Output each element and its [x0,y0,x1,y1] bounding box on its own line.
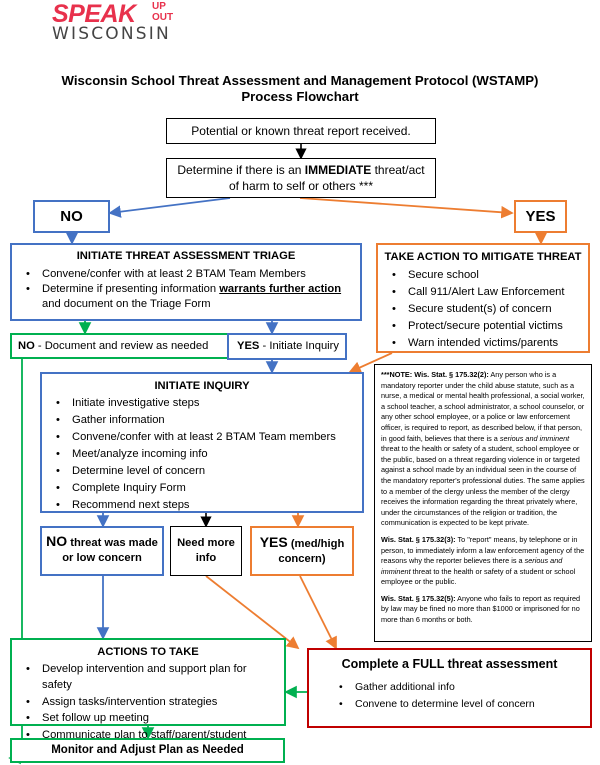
mitigate-item: Secure school [384,267,582,284]
legal-note-p1: ***NOTE: Wis. Stat. § 175.32(2): Any per… [381,370,585,529]
logo-wisconsin-text: WISCONSIN [52,24,171,44]
note-p2-text-a: To "report" means, by telephone or in pe… [381,534,585,566]
mitigate-list: Secure school Call 911/Alert Law Enforce… [384,267,582,352]
triage-item2-before: Determine if presenting information [42,283,220,295]
inquiry-item: Initiate investigative steps [48,395,356,412]
threat-report-received-text: Potential or known threat report receive… [191,124,411,138]
actions-item: Develop intervention and support plan fo… [18,661,278,694]
no-threat-box: NO threat was made or low concern [40,526,164,576]
no-document-box: NO - Document and review as needed [10,333,233,359]
no-document-bold: NO [18,340,35,352]
page-title-line1: Wisconsin School Threat Assessment and M… [61,73,539,88]
no-threat-bold: NO [46,533,68,549]
actions-title: ACTIONS TO TAKE [97,646,199,658]
immediate-threat-decision-box: Determine if there is an IMMEDIATE threa… [166,158,436,198]
full-threat-assessment-box: Complete a FULL threat assessment Gather… [307,648,592,728]
actions-to-take-box: ACTIONS TO TAKE Develop intervention and… [10,638,286,743]
yes-med-high-bold: YES [259,534,288,550]
actions-item: Set follow up meeting [18,710,278,727]
page-title-line2: Process Flowchart [241,89,359,104]
arrow-need-more-to-full [205,575,300,650]
yes-initiate-inquiry-box: YES - Initiate Inquiry [227,333,347,360]
inquiry-item: Complete Inquiry Form [48,480,356,497]
no-immediate-label: NO [60,208,83,225]
mitigate-item: Warn intended victims/parents [384,335,582,352]
full-assessment-item: Gather additional info [331,679,582,696]
actions-list: Develop intervention and support plan fo… [18,661,278,744]
inquiry-item: Determine level of concern [48,463,356,480]
yes-immediate-label: YES [525,208,556,225]
monitor-adjust-text: Monitor and Adjust Plan as Needed [51,744,244,756]
immediate-text-emphasis: IMMEDIATE [304,163,372,177]
arrow-mitigate-to-inquiry [348,352,393,374]
actions-item: Assign tasks/intervention strategies [18,694,278,711]
full-assessment-title: Complete a FULL threat assessment [341,657,558,671]
actions-item: Communicate plan to staff/parent/student [18,727,278,744]
immediate-text-after: threat/act of harm to self or others *** [228,163,425,193]
full-assessment-item: Convene to determine level of concern [331,696,582,713]
note-p1-head: ***NOTE: Wis. Stat. § 175.32(2): [381,370,489,379]
inquiry-item: Convene/confer with at least 2 BTAM Team… [48,429,356,446]
arrow-yes-med-to-full [299,575,337,650]
mitigate-threat-box: TAKE ACTION TO MITIGATE THREAT Secure sc… [376,243,590,353]
mitigate-item: Protect/secure potential victims [384,318,582,335]
threat-report-received-box: Potential or known threat report receive… [166,118,436,144]
legal-note-box: ***NOTE: Wis. Stat. § 175.32(2): Any per… [374,364,592,642]
note-p1-text-a: Any person who is a mandatory reporter u… [381,370,585,443]
yes-initiate-text: - Initiate Inquiry [259,340,339,352]
triage-item2-emphasis: warrants further action [219,283,342,295]
note-p2-text-b: threat to the health or safety of a stud… [381,566,576,587]
page-title: Wisconsin School Threat Assessment and M… [0,73,600,105]
triage-title: INITIATE THREAT ASSESSMENT TRIAGE [76,250,296,262]
inquiry-item: Meet/analyze incoming info [48,446,356,463]
note-p3-head: Wis. Stat. § 175.32(5): [381,593,456,603]
note-p2-italic: serious and imminent [381,556,563,576]
threat-assessment-triage-box: INITIATE THREAT ASSESSMENT TRIAGE Conven… [10,243,362,321]
inquiry-item: Recommend next steps [48,497,356,514]
triage-item2-after: and document on the Triage Form [42,298,211,310]
legal-note-p3: Wis. Stat. § 175.32(5): Anyone who fails… [381,594,585,626]
inquiry-title: INITIATE INQUIRY [154,380,250,392]
arrow-immediate-to-no [108,197,231,218]
mitigate-item: Secure student(s) of concern [384,301,582,318]
yes-initiate-bold: YES [237,340,260,352]
yes-med-high-text: (med/high concern) [278,538,345,565]
yes-immediate-box: YES [514,200,567,233]
inquiry-item: Gather information [48,412,356,429]
triage-item: Convene/confer with at least 2 BTAM Team… [18,267,354,282]
mitigate-item: Call 911/Alert Law Enforcement [384,284,582,301]
need-more-info-text: Need more info [177,537,235,564]
mitigate-title: TAKE ACTION TO MITIGATE THREAT [384,251,582,263]
triage-list: Convene/confer with at least 2 BTAM Team… [18,267,354,312]
logo-speak-text: SPEAK [52,0,136,28]
note-p2-head: Wis. Stat. § 175.32(3): [381,534,456,544]
note-p1-italic: serious and imminent [499,433,570,443]
triage-item: Determine if presenting information warr… [18,282,354,312]
full-assessment-list: Gather additional info Convene to determ… [317,679,582,713]
arrow-immediate-to-yes [299,197,514,219]
initiate-inquiry-box: INITIATE INQUIRY Initiate investigative … [40,372,364,514]
logo-up-text: UP [152,1,166,12]
legal-note-p2: Wis. Stat. § 175.32(3): To "report" mean… [381,535,585,588]
monitor-adjust-plan-box: Monitor and Adjust Plan as Needed [10,738,285,763]
logo-out-text: OUT [152,12,174,23]
immediate-text-before: Determine if there is an [177,163,305,177]
yes-med-high-box: YES (med/high concern) [250,526,354,576]
no-threat-text: threat was made or low concern [62,537,158,564]
note-p3-text: Anyone who fails to report as required b… [381,593,581,625]
inquiry-list: Initiate investigative steps Gather info… [48,395,356,514]
need-more-info-box: Need more info [170,526,242,576]
note-p1-text-b: threat to the health or safety of a stud… [381,444,585,528]
speak-up-out-logo: SPEAK UP OUT WISCONSIN [52,0,252,50]
no-immediate-box: NO [33,200,110,233]
no-document-text: - Document and review as needed [34,340,209,352]
